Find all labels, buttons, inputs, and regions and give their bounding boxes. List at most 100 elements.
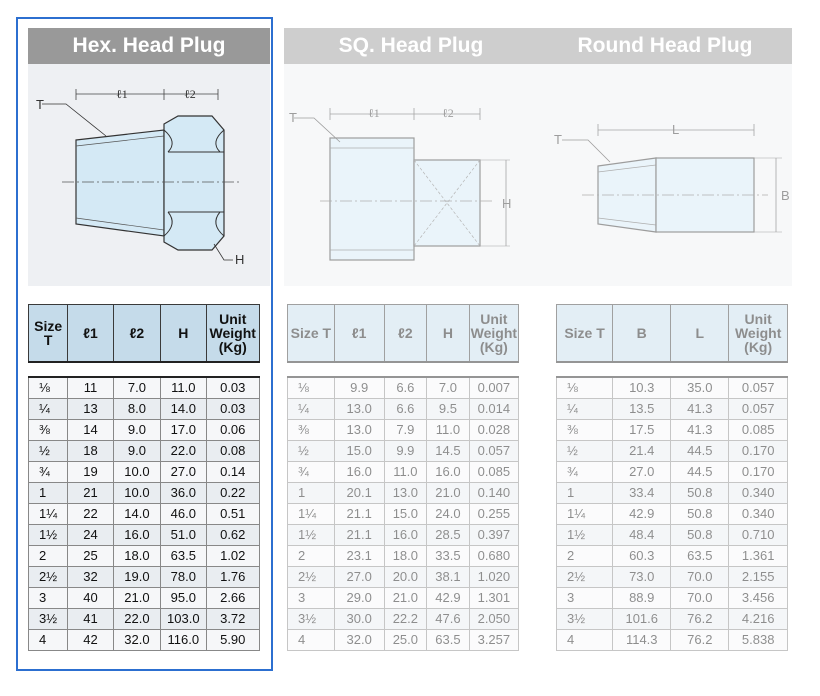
sq-dim-label-l1: ℓ1 <box>368 106 380 120</box>
value-cell: 0.057 <box>468 440 520 462</box>
value-cell: 46.0 <box>160 503 207 525</box>
size-cell: 1¼ <box>287 503 335 525</box>
value-cell: 76.2 <box>670 629 730 651</box>
size-cell: 2½ <box>27 566 69 588</box>
value-cell: 35.0 <box>670 376 730 399</box>
value-cell: 23.1 <box>333 545 385 567</box>
value-cell: 20.1 <box>333 482 385 504</box>
value-cell: 19 <box>67 461 114 483</box>
value-cell: 16.0 <box>333 461 385 483</box>
value-cell: 0.340 <box>728 503 788 525</box>
value-cell: 0.710 <box>728 524 788 546</box>
value-cell: 2.050 <box>468 608 520 630</box>
value-cell: 0.340 <box>728 482 788 504</box>
value-cell: 0.03 <box>205 376 261 399</box>
value-cell: 11.0 <box>426 419 470 441</box>
header-band-hex <box>28 28 270 64</box>
value-cell: 114.3 <box>612 629 672 651</box>
value-cell: 41 <box>67 608 114 630</box>
value-cell: 2.155 <box>728 566 788 588</box>
dim-label-l2: ℓ2 <box>184 87 196 101</box>
value-cell: 103.0 <box>160 608 207 630</box>
size-cell: 2 <box>287 545 335 567</box>
value-cell: 13.0 <box>333 398 385 420</box>
value-cell: 0.51 <box>205 503 261 525</box>
panel-title-round: Round Head Plug <box>577 34 753 57</box>
value-cell: 14.0 <box>160 398 207 420</box>
column-header: Size T <box>27 304 69 363</box>
value-cell: 42.9 <box>612 503 672 525</box>
value-cell: 21.4 <box>612 440 672 462</box>
value-cell: 0.085 <box>728 419 788 441</box>
value-cell: 63.5 <box>426 629 470 651</box>
value-cell: 20.0 <box>383 566 428 588</box>
column-header: Unit Weight (Kg) <box>205 304 261 363</box>
value-cell: 0.06 <box>205 419 261 441</box>
size-cell: 4 <box>27 629 69 651</box>
value-cell: 15.0 <box>333 440 385 462</box>
value-cell: 18.0 <box>112 545 162 567</box>
round-leader-label-t: T <box>554 132 562 147</box>
value-cell: 30.0 <box>333 608 385 630</box>
value-cell: 13.0 <box>383 482 428 504</box>
size-cell: ½ <box>287 440 335 462</box>
size-cell: 1¼ <box>555 503 614 525</box>
value-cell: 13 <box>67 398 114 420</box>
value-cell: 25 <box>67 545 114 567</box>
column-header: H <box>160 304 207 363</box>
value-cell: 50.8 <box>670 503 730 525</box>
column-header: Unit Weight (Kg) <box>468 304 520 363</box>
value-cell: 14.5 <box>426 440 470 462</box>
value-cell: 21.0 <box>383 587 428 609</box>
value-cell: 0.140 <box>468 482 520 504</box>
value-cell: 40 <box>67 587 114 609</box>
size-cell: 1 <box>287 482 335 504</box>
value-cell: 9.0 <box>112 440 162 462</box>
value-cell: 9.9 <box>333 376 385 399</box>
value-cell: 88.9 <box>612 587 672 609</box>
column-header: Size T <box>287 304 335 363</box>
value-cell: 0.057 <box>728 376 788 399</box>
value-cell: 0.007 <box>468 376 520 399</box>
value-cell: 0.085 <box>468 461 520 483</box>
value-cell: 0.014 <box>468 398 520 420</box>
value-cell: 8.0 <box>112 398 162 420</box>
value-cell: 7.9 <box>383 419 428 441</box>
column-header: ℓ2 <box>383 304 428 363</box>
sq-head-plug-diagram: ℓ1 ℓ2 H T <box>289 106 511 261</box>
value-cell: 95.0 <box>160 587 207 609</box>
header-gap <box>28 361 260 378</box>
size-cell: ¼ <box>555 398 614 420</box>
column-header: Unit Weight (Kg) <box>728 304 788 363</box>
column-header: Size T <box>555 304 614 363</box>
value-cell: 0.057 <box>728 398 788 420</box>
size-cell: 2 <box>555 545 614 567</box>
value-cell: 21.0 <box>112 587 162 609</box>
size-cell: 3 <box>287 587 335 609</box>
value-cell: 16.0 <box>426 461 470 483</box>
value-cell: 0.680 <box>468 545 520 567</box>
size-cell: 1 <box>27 482 69 504</box>
sq-dim-label-h: H <box>502 196 511 211</box>
value-cell: 44.5 <box>670 440 730 462</box>
value-cell: 3.72 <box>205 608 261 630</box>
value-cell: 60.3 <box>612 545 672 567</box>
column-header: L <box>670 304 730 363</box>
value-cell: 78.0 <box>160 566 207 588</box>
